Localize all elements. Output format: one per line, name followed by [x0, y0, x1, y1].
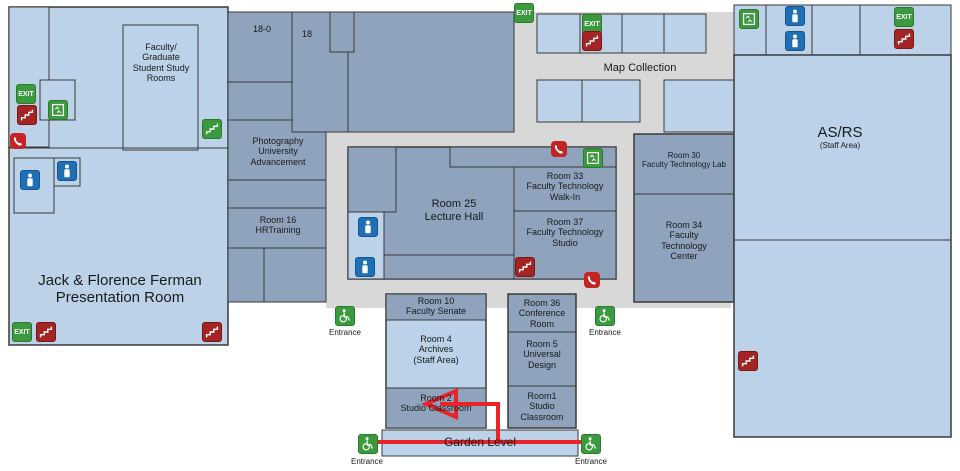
phone-icon	[551, 141, 567, 157]
stairs-icon	[738, 351, 758, 371]
entrance-label: Entrance	[328, 328, 362, 337]
restroom-icon	[57, 161, 77, 181]
exit-sign-icon: EXIT	[894, 7, 914, 27]
route-path	[368, 402, 500, 444]
label-map-collection: Map Collection	[603, 62, 677, 74]
restroom-icon	[20, 170, 40, 190]
exit-sign-icon: EXIT	[514, 3, 534, 23]
wheelchair-icon	[581, 434, 601, 454]
phone-icon	[584, 272, 600, 288]
wheelchair-icon	[358, 434, 378, 454]
wheelchair-icon	[595, 306, 615, 326]
label-garden-level: Garden Level	[443, 435, 517, 449]
label-18: 18	[301, 29, 312, 39]
entrance-label: Entrance	[588, 328, 622, 337]
entrance-label: Entrance	[574, 457, 608, 466]
restroom-icon	[785, 31, 805, 51]
stairs-icon	[36, 322, 56, 342]
exit-sign-icon: EXIT	[16, 84, 36, 104]
entrance-label: Entrance	[350, 457, 384, 466]
phone-icon	[10, 133, 26, 149]
elevator-icon	[739, 9, 759, 29]
restroom-icon	[355, 257, 375, 277]
stairs-icon	[515, 257, 535, 277]
label-18-0: 18-0	[252, 24, 271, 34]
route-arrowhead	[420, 387, 458, 421]
room-asrs[interactable]	[733, 54, 952, 438]
stairs-icon	[17, 105, 37, 125]
elevator-icon	[48, 100, 68, 120]
restroom-icon	[358, 217, 378, 237]
restroom-icon	[785, 6, 805, 26]
exit-sign-icon: EXIT	[12, 322, 32, 342]
stairs-icon	[202, 119, 222, 139]
wheelchair-icon	[335, 306, 355, 326]
stairs-icon	[202, 322, 222, 342]
elevator-icon	[583, 148, 603, 168]
stairs-icon	[582, 31, 602, 51]
stairs-icon	[894, 29, 914, 49]
label-asrs: AS/RS(Staff Area)	[817, 124, 863, 151]
